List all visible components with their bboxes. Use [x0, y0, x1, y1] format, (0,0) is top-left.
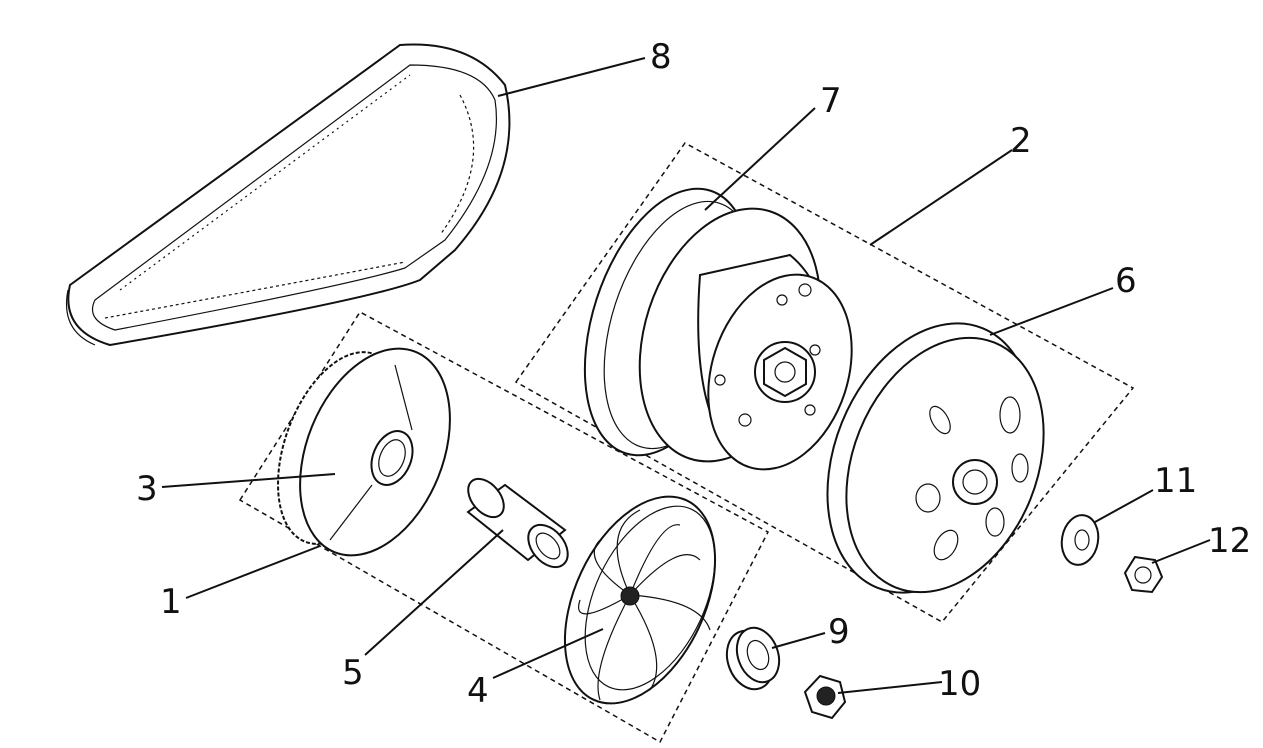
drive-face-part — [277, 347, 451, 557]
callout-7: 7 — [820, 81, 842, 121]
callout-12: 12 — [1208, 521, 1251, 561]
callout-8: 8 — [650, 37, 672, 77]
callout-11: 11 — [1154, 461, 1197, 501]
movable-face-part — [563, 495, 717, 705]
callout-5: 5 — [342, 653, 364, 693]
callout-2: 2 — [1010, 121, 1032, 161]
callout-1: 1 — [160, 582, 182, 622]
callout-10: 10 — [938, 664, 981, 704]
clutch-bell-part — [826, 322, 1045, 594]
callout-9: 9 — [828, 612, 850, 652]
clutch-assembly-part — [583, 187, 853, 471]
nut-10-part — [803, 674, 847, 720]
washer-11-part — [1060, 514, 1100, 566]
callout-3: 3 — [136, 469, 158, 509]
drive-belt-part — [65, 43, 511, 347]
group-box-1 — [238, 311, 770, 744]
leader-lines — [161, 57, 1211, 694]
sleeve-part — [466, 477, 569, 569]
callout-6: 6 — [1115, 261, 1137, 301]
spacer-part — [725, 626, 781, 691]
callout-4: 4 — [467, 671, 489, 711]
group-box-2 — [514, 142, 1135, 623]
nut-12-part — [1123, 555, 1164, 594]
